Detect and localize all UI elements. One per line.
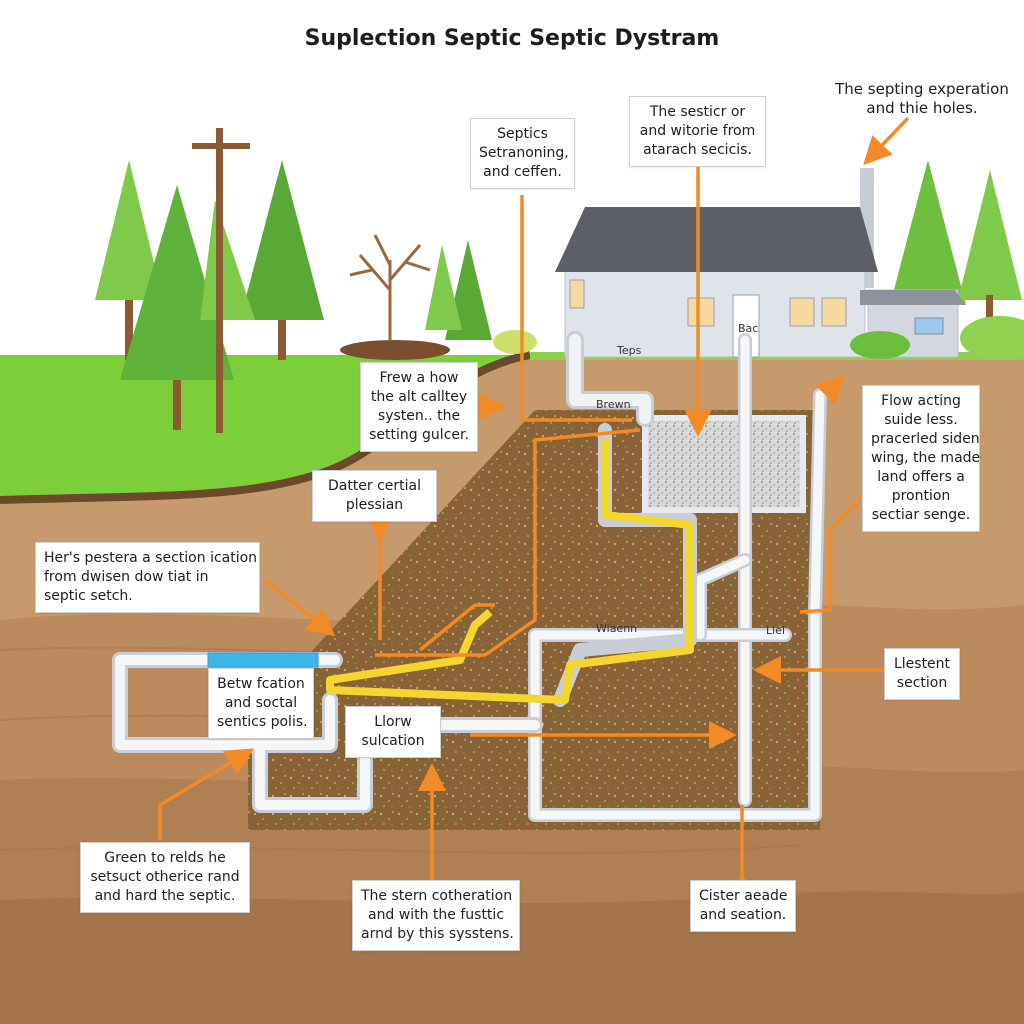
callout-stern: The stern cotheration and with the fustt… bbox=[352, 880, 520, 951]
tag-tank-inlet: Brewn bbox=[596, 398, 631, 411]
tag-house-right: Bac bbox=[738, 322, 759, 335]
callout-hers: Her's pestera a section ication from dwi… bbox=[35, 542, 260, 613]
callout-top-middle: The sesticr or and witorie from atarach … bbox=[629, 96, 766, 167]
house-icon bbox=[493, 168, 1024, 360]
callout-frew: Frew a how the alt calltey systen.. the … bbox=[360, 362, 478, 452]
callout-lestent: Llestent section bbox=[884, 648, 960, 700]
flow-path bbox=[326, 440, 694, 704]
page-title: Suplection Septic Septic Dystram bbox=[304, 26, 720, 51]
tag-house-left: Teps bbox=[617, 344, 642, 357]
tag-junction-right: Liel bbox=[766, 624, 786, 637]
callout-datter: Datter certial plessian bbox=[312, 470, 437, 522]
callout-betw: Betw fcation and soctal sentics polis. bbox=[208, 668, 314, 739]
callout-top-right: The septing experation and thie holes. bbox=[835, 80, 1009, 117]
callout-llorw: Llorw sulcation bbox=[345, 706, 441, 758]
callout-flow-acting: Flow acting suide less. pracerled siden … bbox=[862, 385, 980, 532]
arrow-icon bbox=[158, 116, 910, 901]
utility-pole-icon bbox=[192, 128, 250, 433]
callout-cister: Cister aeade and seation. bbox=[690, 880, 796, 932]
tag-junction-top: Wiaenn bbox=[596, 622, 638, 635]
callout-green: Green to relds he setsuct otherice rand … bbox=[80, 842, 250, 913]
callout-top-left: Septics Setranoning, and ceffen. bbox=[470, 118, 575, 189]
bare-tree-icon bbox=[349, 234, 431, 340]
